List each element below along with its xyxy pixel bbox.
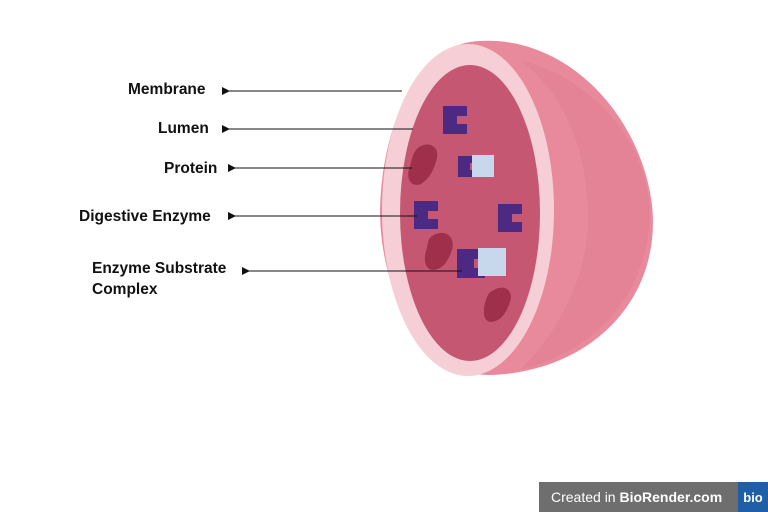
lumen-area	[400, 65, 540, 361]
digestive-enzyme-label: Digestive Enzyme	[79, 208, 211, 225]
lumen-label: Lumen	[158, 120, 209, 137]
digestive-enzyme-shape	[414, 201, 438, 229]
protein-blob	[483, 287, 511, 322]
substrate-shape-large	[478, 248, 506, 276]
membrane-label: Membrane	[128, 81, 206, 98]
biorender-watermark[interactable]: Created in BioRender.com bio	[539, 482, 768, 512]
enzyme-substrate-label-line2: Complex	[92, 281, 158, 298]
protein-label: Protein	[164, 160, 217, 177]
watermark-created-in: Created in	[551, 489, 616, 505]
watermark-text: Created in BioRender.com	[539, 489, 738, 505]
biorender-logo-icon: bio	[738, 482, 768, 512]
digestive-enzyme-shape	[498, 204, 522, 232]
digestive-enzyme-shape	[443, 106, 467, 134]
protein-blob	[408, 144, 438, 185]
organelle-shell-shading	[520, 60, 650, 370]
enzyme-substrate-label-line1: Enzyme Substrate	[92, 260, 227, 277]
protein-blob	[424, 232, 453, 270]
substrate-shape-small	[472, 155, 494, 177]
watermark-brand: BioRender.com	[619, 489, 723, 505]
